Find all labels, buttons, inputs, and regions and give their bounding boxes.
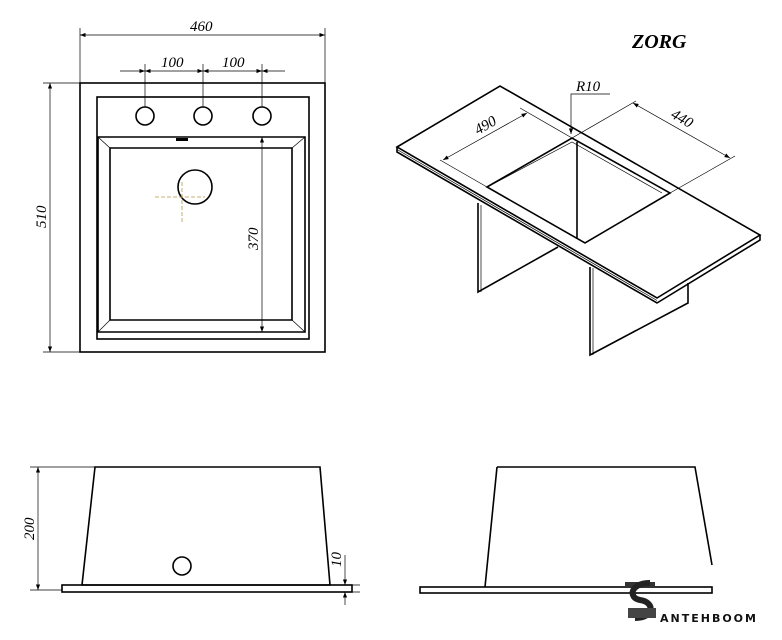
dim-200: 200 <box>22 517 38 540</box>
faucet-hole-center <box>193 106 213 126</box>
side-view <box>419 466 713 594</box>
dim-r10: R10 <box>575 79 601 95</box>
faucet-hole-right <box>252 106 272 126</box>
top-view: 460 100 100 510 370 <box>34 19 326 353</box>
drain-hole <box>177 169 213 205</box>
front-view: 200 10 <box>22 466 360 605</box>
dim-100-right: 100 <box>222 55 245 71</box>
dim-510: 510 <box>34 205 50 228</box>
logo-text: ANTEHBOOM <box>660 612 758 625</box>
dim-440: 440 <box>668 107 696 132</box>
isometric-view: 490 440 R10 <box>395 79 762 357</box>
faucet-hole-left <box>135 106 155 126</box>
dim-10: 10 <box>329 552 345 568</box>
overflow-hole <box>172 556 192 576</box>
dim-490: 490 <box>472 113 500 138</box>
model-title: ZORG <box>631 31 687 53</box>
dim-460: 460 <box>190 19 213 35</box>
dim-370: 370 <box>246 227 262 251</box>
santehboom-logo: ANTEHBOOM <box>625 580 758 625</box>
dim-100-left: 100 <box>161 55 184 71</box>
